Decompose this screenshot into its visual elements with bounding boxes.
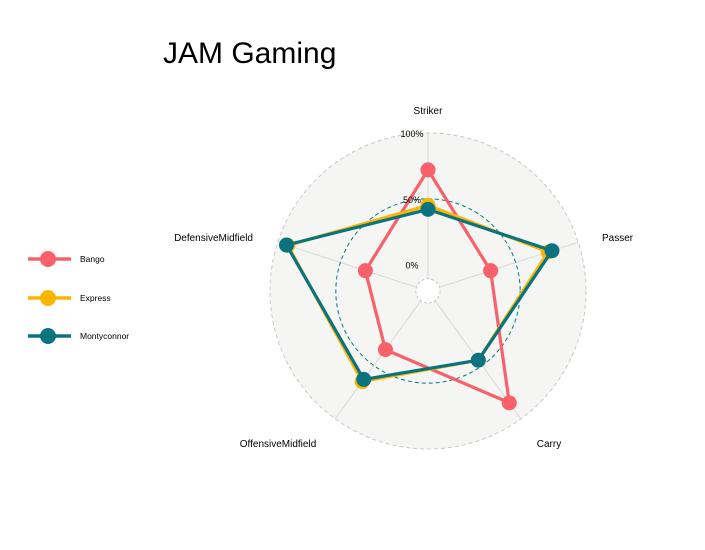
data-point (470, 352, 486, 368)
data-point (357, 263, 373, 279)
data-point (377, 342, 393, 358)
grid-circle-inner (415, 278, 441, 304)
series-montyconnor (278, 201, 560, 387)
grid-label: 0% (405, 261, 418, 271)
series-line (284, 207, 554, 381)
grid-circle-mid (335, 198, 521, 384)
data-point (483, 263, 499, 279)
series-bango (357, 162, 517, 411)
grid-labels: 0% 50% 100% (400, 129, 423, 271)
legend-marker (40, 251, 56, 267)
radar-series (278, 162, 560, 411)
chart-title: JAM Gaming (163, 37, 336, 70)
data-point (501, 395, 517, 411)
axis-label: Passer (602, 233, 634, 244)
axis-label: DefensiveMidfield (174, 233, 253, 244)
grid-label: 50% (403, 195, 421, 205)
grid-label: 100% (400, 129, 423, 139)
radar-grid (269, 132, 587, 450)
data-point (278, 237, 294, 253)
data-point (356, 371, 372, 387)
axis-label: OffensiveMidfield (240, 439, 317, 450)
data-point (544, 243, 560, 259)
legend-item: Express (28, 290, 111, 306)
legend-label: Montyconnor (80, 331, 129, 341)
legend-marker (40, 328, 56, 344)
legend-marker (40, 290, 56, 306)
legend-item: Bango (28, 251, 105, 267)
axis-spoke (334, 300, 422, 420)
axis-label: Striker (414, 106, 444, 117)
legend-label: Express (80, 293, 111, 303)
axis-label: Carry (537, 439, 561, 450)
data-point (420, 201, 436, 217)
legend-item: Montyconnor (28, 328, 129, 344)
grid-circle-outer (269, 132, 587, 450)
data-point (420, 162, 436, 178)
axis-spoke (277, 241, 417, 288)
legend-label: Bango (80, 254, 105, 264)
series-line (363, 168, 511, 405)
